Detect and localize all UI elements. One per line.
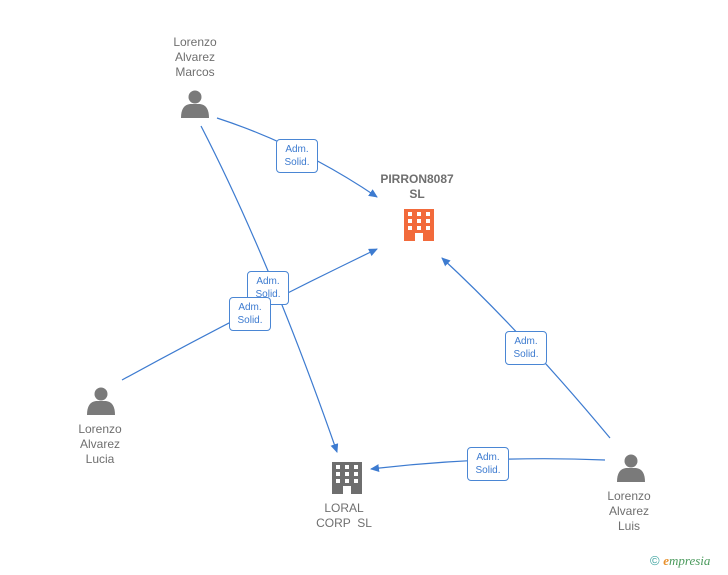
edge-label-lucia-pirron[interactable]: Adm. Solid. [229, 297, 271, 331]
edge-label-marcos-pirron[interactable]: Adm. Solid. [276, 139, 318, 173]
label-line: Lorenzo [173, 35, 217, 49]
edge-label-line: Solid. [513, 349, 539, 360]
label-line: Alvarez [79, 437, 120, 451]
building-icon [404, 209, 434, 241]
label-line: Lorenzo [78, 422, 122, 436]
edge-label-line: Adm. [285, 144, 309, 155]
person-label-luis[interactable]: Lorenzo Alvarez Luis [589, 489, 669, 534]
label-line: Marcos [175, 65, 215, 79]
edge-label-line: Adm. [476, 452, 500, 463]
person-icon [181, 90, 209, 118]
building-icon [332, 462, 362, 494]
person-icon [87, 387, 115, 415]
edge-label-line: Solid. [255, 289, 281, 300]
label-line: Alvarez [608, 504, 649, 518]
company-label-loral[interactable]: LORAL CORP SL [299, 501, 389, 531]
edge-label-luis-loral[interactable]: Adm. Solid. [467, 447, 509, 481]
label-line: PIRRON8087 [380, 172, 454, 186]
edge-label-line: Solid. [284, 157, 310, 168]
copyright-symbol: © [650, 553, 660, 568]
edge-label-luis-pirron[interactable]: Adm. Solid. [505, 331, 547, 365]
edge-label-line: Adm. [256, 276, 280, 287]
label-line: Lucia [85, 452, 115, 466]
edge-label-line: Solid. [475, 465, 501, 476]
edge-label-line: Adm. [514, 336, 538, 347]
label-line: Luis [617, 519, 640, 533]
edge-label-line: Solid. [237, 315, 263, 326]
edge-label-line: Adm. [238, 302, 262, 313]
brand-logo: empresia [663, 553, 711, 568]
label-line: Alvarez [174, 50, 215, 64]
label-line: Lorenzo [607, 489, 651, 503]
label-line: LORAL [324, 501, 364, 515]
company-label-pirron[interactable]: PIRRON8087 SL [367, 172, 467, 202]
brand-footer: © empresia [650, 553, 710, 569]
label-line: SL [409, 187, 425, 201]
person-label-lucia[interactable]: Lorenzo Alvarez Lucia [60, 422, 140, 467]
person-label-marcos[interactable]: Lorenzo Alvarez Marcos [155, 35, 235, 80]
person-icon [617, 454, 645, 482]
label-line: CORP SL [316, 516, 372, 530]
